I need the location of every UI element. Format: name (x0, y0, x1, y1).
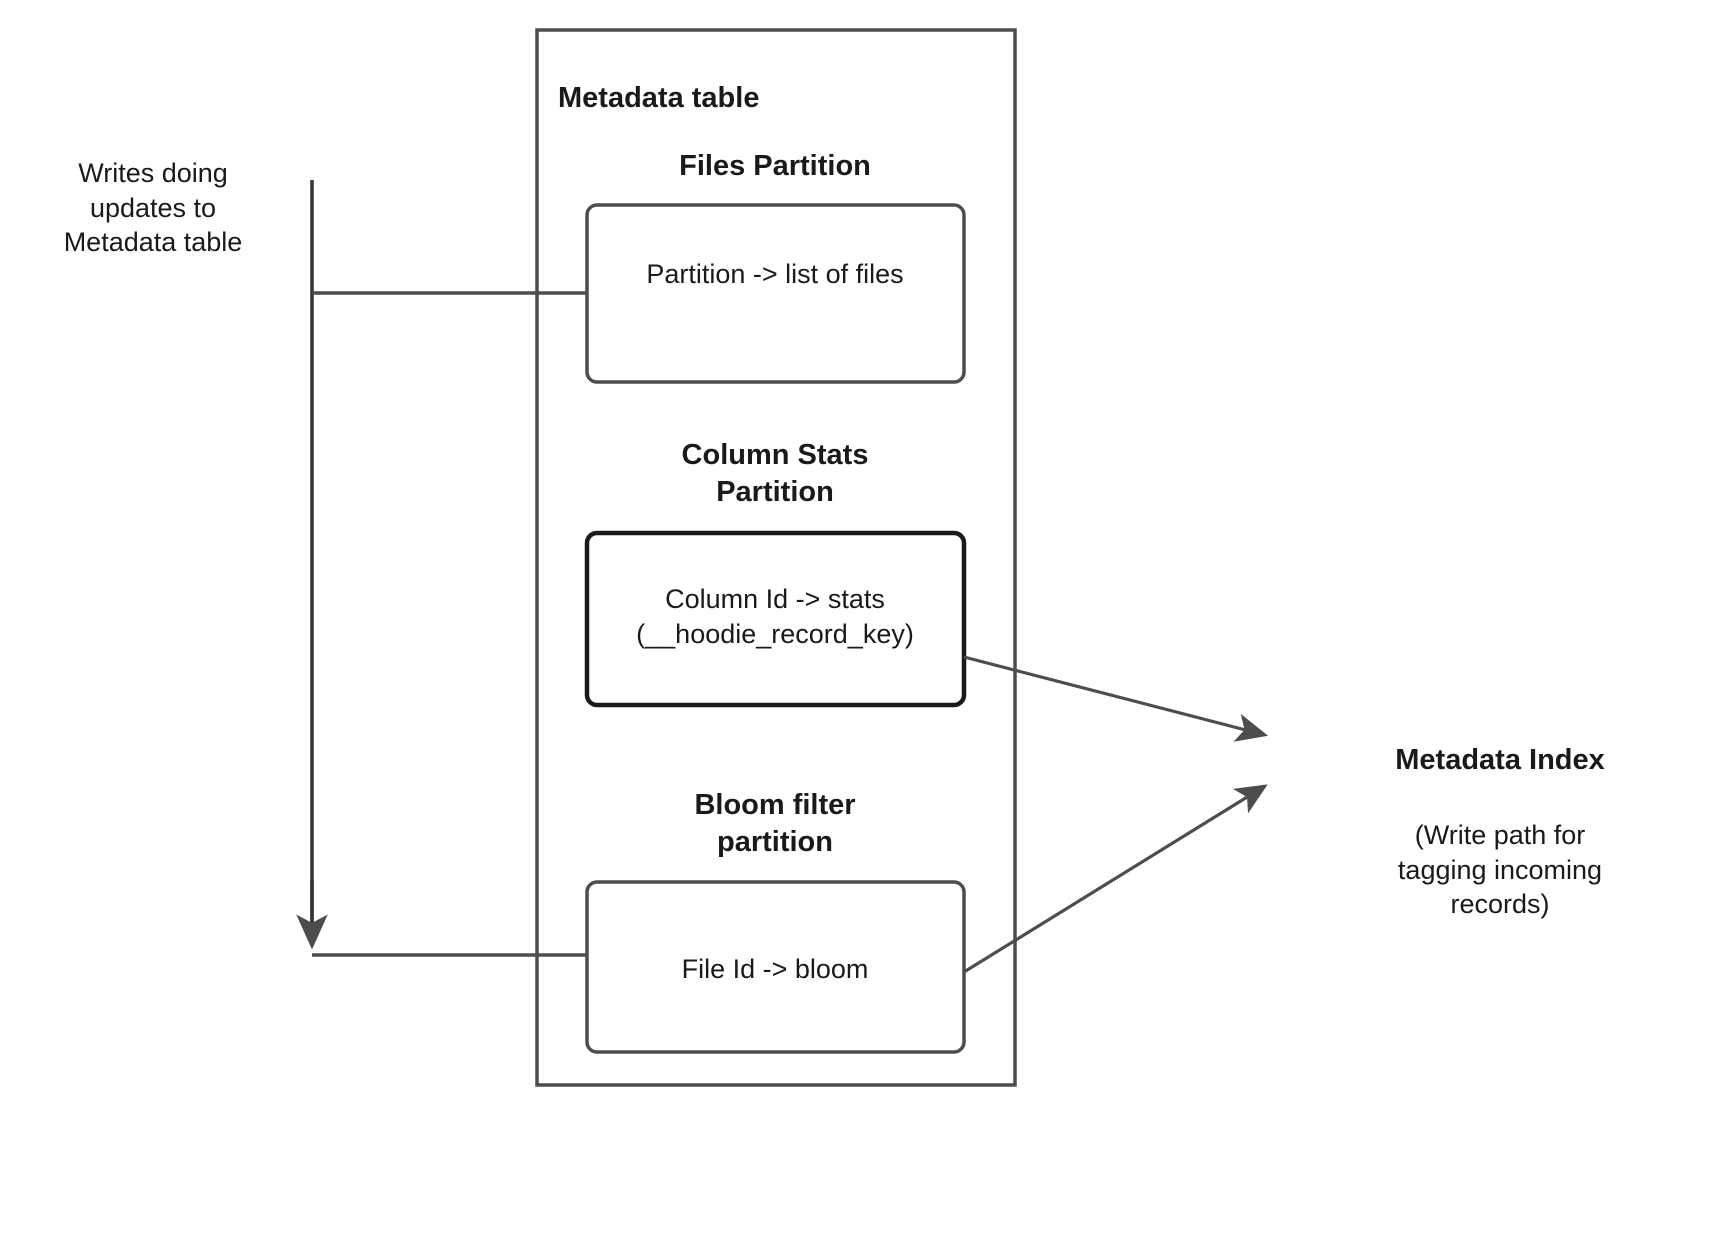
files-partition-title: Files Partition (679, 150, 871, 182)
bloom-filter-partition-title: Bloom filter partition (694, 789, 856, 859)
column-stats-partition-title: Column Stats Partition (681, 439, 869, 509)
column-stats-partition-box (584, 530, 967, 708)
metadata-index-caption: (Write path for tagging incoming records… (1397, 820, 1603, 920)
connector-column-stats-to-metadata-index (963, 655, 1269, 742)
metadata-index-title: Metadata Index (1395, 744, 1605, 776)
bloom-filter-partition-box-text: File Id -> bloom (681, 954, 869, 984)
writes-source-label: Writes doing updates to Metadata table (63, 158, 243, 258)
connector-bloom-to-metadata-index (963, 784, 1268, 974)
files-partition-box-text: Partition -> list of files (646, 259, 904, 289)
bloom-filter-partition-box (585, 880, 966, 1054)
files-partition-box (585, 203, 966, 384)
column-stats-partition-box-text: Column Id -> stats (__hoodie_record_key) (636, 584, 914, 649)
metadata-table-container (535, 28, 1017, 1087)
metadata-table-title: Metadata table (558, 82, 760, 114)
